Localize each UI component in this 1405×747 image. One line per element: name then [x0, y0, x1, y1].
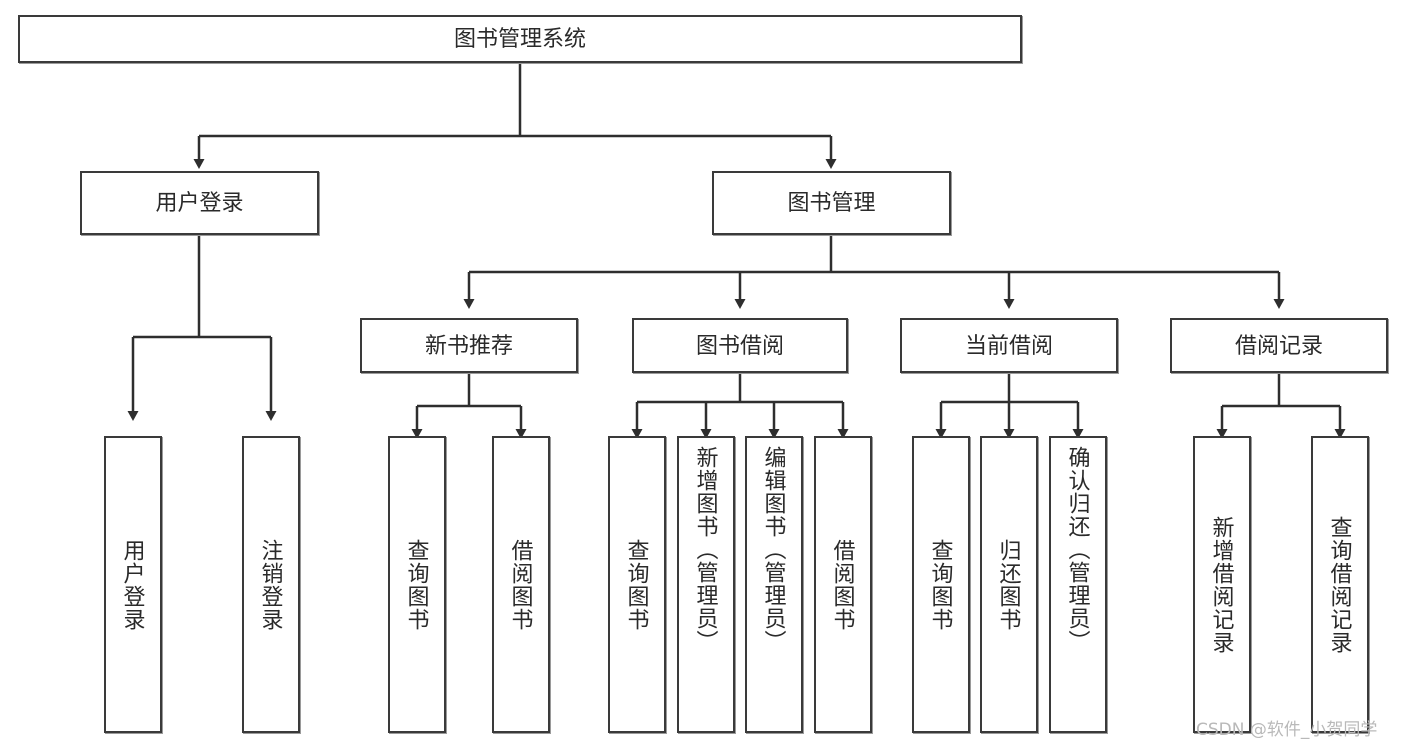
node-new-book-recommend-label: 新书推荐	[424, 332, 513, 358]
node-leaf-edit-book[interactable]: 编辑图书（管理员）	[745, 436, 803, 733]
node-borrow-record[interactable]: 借阅记录	[1170, 318, 1388, 373]
watermark-text: CSDN @软件_小贺同学	[1196, 720, 1378, 740]
node-leaf-return-book-label: 归还图书	[996, 538, 1022, 631]
node-leaf-user-logout[interactable]: 注销登录	[242, 436, 300, 733]
node-book-management[interactable]: 图书管理	[712, 171, 951, 235]
node-book-management-label: 图书管理	[787, 190, 876, 216]
node-leaf-borrow-book-1[interactable]: 借阅图书	[492, 436, 550, 733]
node-leaf-query-book-2[interactable]: 查询图书	[608, 436, 666, 733]
node-book-borrow-label: 图书借阅	[695, 332, 784, 358]
node-leaf-query-book-1[interactable]: 查询图书	[388, 436, 446, 733]
node-leaf-add-record-label: 新增借阅记录	[1209, 515, 1235, 654]
node-leaf-borrow-book-2-label: 借阅图书	[830, 538, 856, 631]
node-root-label: 图书管理系统	[453, 26, 586, 52]
node-leaf-query-record[interactable]: 查询借阅记录	[1311, 436, 1369, 733]
node-leaf-user-login[interactable]: 用户登录	[104, 436, 162, 733]
node-root[interactable]: 图书管理系统	[18, 15, 1022, 63]
node-book-borrow[interactable]: 图书借阅	[632, 318, 848, 373]
node-leaf-query-book-3[interactable]: 查询图书	[912, 436, 970, 733]
node-leaf-query-book-1-label: 查询图书	[404, 538, 430, 631]
node-leaf-query-book-3-label: 查询图书	[928, 538, 954, 631]
node-leaf-add-book-label: 新增图书（管理员）	[693, 446, 719, 653]
node-borrow-record-label: 借阅记录	[1234, 332, 1323, 358]
node-current-borrow-label: 当前借阅	[964, 332, 1053, 358]
node-current-borrow[interactable]: 当前借阅	[900, 318, 1118, 373]
node-leaf-confirm-return-label: 确认归还（管理员）	[1065, 446, 1091, 653]
node-leaf-query-record-label: 查询借阅记录	[1327, 515, 1353, 654]
node-user-login-label: 用户登录	[155, 190, 244, 216]
node-user-login[interactable]: 用户登录	[80, 171, 319, 235]
node-leaf-borrow-book-2[interactable]: 借阅图书	[814, 436, 872, 733]
node-leaf-borrow-book-1-label: 借阅图书	[508, 538, 534, 631]
node-leaf-query-book-2-label: 查询图书	[624, 538, 650, 631]
node-leaf-add-record[interactable]: 新增借阅记录	[1193, 436, 1251, 733]
node-leaf-edit-book-label: 编辑图书（管理员）	[761, 446, 787, 653]
node-leaf-confirm-return[interactable]: 确认归还（管理员）	[1049, 436, 1107, 733]
node-leaf-add-book[interactable]: 新增图书（管理员）	[677, 436, 735, 733]
node-leaf-return-book[interactable]: 归还图书	[980, 436, 1038, 733]
node-leaf-user-logout-label: 注销登录	[258, 538, 284, 631]
node-leaf-user-login-label: 用户登录	[120, 538, 146, 631]
node-new-book-recommend[interactable]: 新书推荐	[360, 318, 578, 373]
